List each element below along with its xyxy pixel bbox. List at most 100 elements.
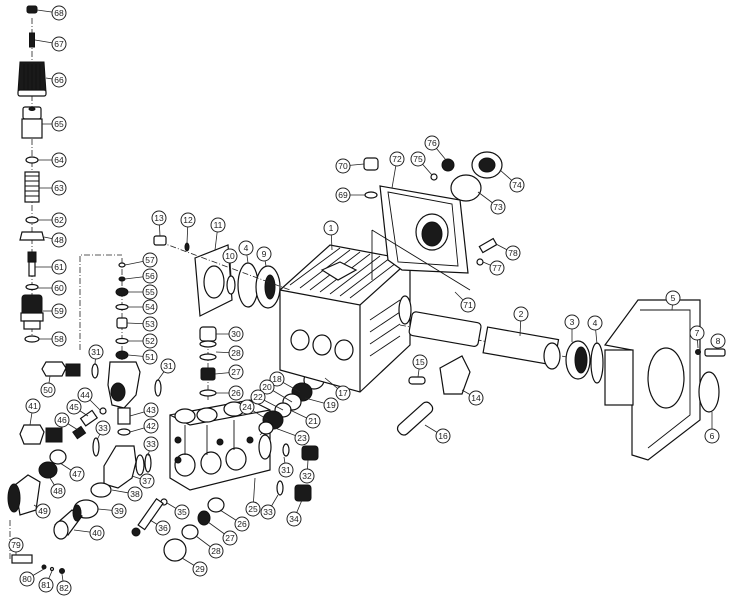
part-callout-5: 5 (665, 290, 681, 306)
callout-number: 57 (145, 255, 155, 265)
callout-number: 43 (146, 405, 156, 415)
valve-assembly-upper (199, 326, 217, 400)
part-callout-23: 23 (294, 430, 310, 446)
callout-circle (228, 364, 244, 380)
callout-circle (51, 331, 67, 347)
part-callout-60: 60 (51, 280, 67, 296)
part-callout-25: 25 (245, 501, 261, 517)
part-callout-3: 3 (564, 314, 580, 330)
part-callout-47: 47 (69, 466, 85, 482)
callout-layer: 6867666564636248616059585756555453525131… (8, 5, 726, 596)
callout-circle (286, 511, 302, 527)
callout-number: 10 (225, 251, 235, 261)
part-callout-31: 31 (88, 344, 104, 360)
part-callout-6: 6 (704, 428, 720, 444)
callout-number: 22 (253, 392, 263, 402)
callout-number: 60 (54, 283, 64, 293)
callout-number: 33 (263, 507, 273, 517)
callout-circle (269, 371, 285, 387)
callout-number: 53 (145, 319, 155, 329)
callout-circle (389, 151, 405, 167)
part-callout-70: 70 (335, 158, 351, 174)
callout-circle (143, 436, 159, 452)
callout-number: 26 (237, 519, 247, 529)
part-callout-74: 74 (509, 177, 525, 193)
part-callout-38: 38 (127, 486, 143, 502)
callout-circle (294, 430, 310, 446)
callout-number: 11 (214, 220, 223, 230)
callout-number: 19 (326, 400, 336, 410)
callout-circle (51, 212, 67, 228)
part-68-cap (26, 5, 38, 14)
part-callout-56: 56 (142, 268, 158, 284)
callout-number: 4 (593, 318, 598, 328)
callout-circle (56, 580, 72, 596)
part-67-screw (29, 32, 35, 48)
part-callout-26: 26 (228, 385, 244, 401)
part-callout-26: 26 (234, 516, 250, 532)
callout-circle (51, 5, 67, 21)
part-callout-8: 8 (710, 333, 726, 349)
callout-number: 35 (177, 507, 187, 517)
part-callout-11: 11 (210, 217, 226, 233)
callout-number: 49 (38, 506, 48, 516)
callout-number: 44 (80, 390, 90, 400)
head-plugs (276, 443, 319, 502)
part-64-washer (25, 156, 39, 164)
part-callout-36: 36 (155, 520, 171, 536)
callout-circle (142, 333, 158, 349)
callout-number: 6 (710, 431, 715, 441)
part-callout-34: 34 (286, 511, 302, 527)
part-callout-35: 35 (174, 504, 190, 520)
part-62-washer (25, 216, 39, 224)
callout-circle (51, 72, 67, 88)
callout-circle (278, 462, 294, 478)
callout-number: 75 (413, 154, 423, 164)
callout-number: 7 (695, 328, 700, 338)
part-callout-67: 67 (51, 36, 67, 52)
callout-number: 61 (54, 262, 64, 272)
callout-number: 52 (145, 336, 155, 346)
callout-number: 31 (163, 361, 173, 371)
callout-circle (69, 466, 85, 482)
part-callout-77: 77 (489, 260, 505, 276)
callout-number: 59 (54, 306, 64, 316)
part-callout-33: 33 (95, 420, 111, 436)
callout-number: 33 (98, 423, 108, 433)
callout-circle (127, 486, 143, 502)
part-callout-44: 44 (77, 387, 93, 403)
callout-number: 9 (262, 249, 267, 259)
part-callout-51: 51 (142, 349, 158, 365)
unloader-stack (17, 5, 122, 350)
part-callout-61: 61 (51, 259, 67, 275)
part-callout-48: 48 (51, 232, 67, 248)
callout-circle (174, 504, 190, 520)
callout-number: 66 (54, 75, 64, 85)
callout-number: 37 (142, 476, 152, 486)
part-callout-22: 22 (250, 389, 266, 405)
part-callout-73: 73 (490, 199, 506, 215)
callout-circle (490, 199, 506, 215)
callout-number: 48 (54, 235, 64, 245)
callout-number: 29 (195, 564, 205, 574)
callout-circle (460, 297, 476, 313)
callout-number: 12 (183, 215, 193, 225)
callout-circle (142, 268, 158, 284)
callout-number: 4 (244, 243, 249, 253)
part-callout-14: 14 (468, 390, 484, 406)
callout-circle (54, 412, 70, 428)
part-callout-78: 78 (505, 245, 521, 261)
callout-number: 47 (72, 469, 82, 479)
callout-circle (143, 418, 159, 434)
callout-circle (239, 399, 255, 415)
callout-circle (51, 36, 67, 52)
callout-number: 58 (54, 334, 64, 344)
part-callout-33: 33 (143, 436, 159, 452)
callout-circle (66, 399, 82, 415)
callout-circle (238, 240, 254, 256)
part-callout-46: 46 (54, 412, 70, 428)
callout-number: 20 (262, 382, 272, 392)
callout-circle (564, 314, 580, 330)
callout-number: 8 (716, 336, 721, 346)
part-callout-15: 15 (412, 354, 428, 370)
